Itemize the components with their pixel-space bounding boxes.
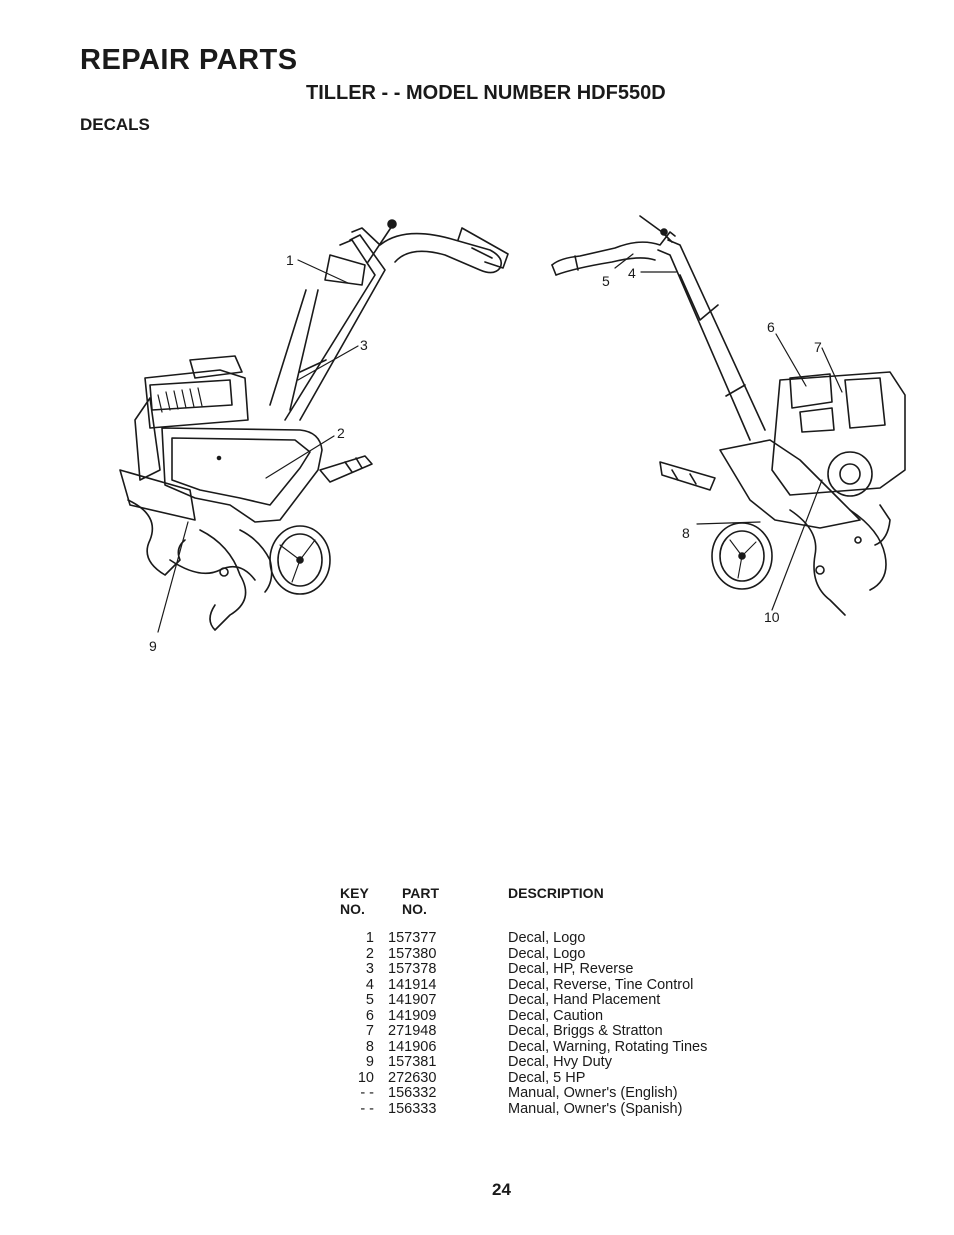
part-cell: 157377	[388, 930, 437, 946]
callout-5: 5	[602, 273, 610, 289]
callout-1: 1	[286, 252, 294, 268]
table-row: - - 156333 Manual, Owner's (Spanish)	[330, 1100, 707, 1118]
header-part-line2: NO.	[402, 901, 427, 917]
part-cell: 157378	[388, 961, 437, 977]
description-cell: Decal, Briggs & Stratton	[508, 1023, 663, 1039]
table-row: 7 271948 Decal, Briggs & Stratton	[330, 1023, 707, 1040]
part-cell: 271948	[388, 1023, 437, 1039]
description-cell: Decal, Caution	[508, 1007, 604, 1024]
callout-9: 9	[149, 638, 157, 654]
part-cell: 157380	[388, 945, 437, 962]
key-cell: 6	[365, 1007, 374, 1024]
description-cell: Decal, Warning, Rotating Tines	[508, 1038, 708, 1055]
key-cell: 5	[365, 992, 374, 1008]
key-cell: 1	[365, 930, 374, 946]
callout-10: 10	[764, 609, 780, 625]
section-heading: DECALS	[80, 115, 150, 134]
key-cell: 2	[365, 945, 374, 962]
left-tiller-illustration	[120, 220, 508, 632]
page-title: REPAIR PARTS	[80, 44, 298, 76]
part-cell: 272630	[388, 1069, 437, 1086]
table-row: 1 157377 Decal, Logo	[330, 930, 707, 947]
description-cell: Decal, Logo	[508, 945, 586, 962]
key-cell: 10	[357, 1069, 374, 1086]
table-row: 5 141907 Decal, Hand Placement	[330, 992, 707, 1009]
table-row: 8 141906 Decal, Warning, Rotating Tines	[330, 1038, 708, 1056]
tiller-diagram: 1 2 3 4 5 6 7 8 9 10	[0, 0, 954, 654]
table-row: 10 272630 Decal, 5 HP	[330, 1069, 707, 1087]
table-row: - - 156332 Manual, Owner's (English)	[330, 1085, 707, 1102]
table-row: 3 157378 Decal, HP, Reverse	[330, 961, 707, 978]
model-subtitle: TILLER - - MODEL NUMBER HDF550D	[306, 82, 666, 104]
callout-2: 2	[337, 425, 345, 441]
part-cell: 141907	[388, 992, 437, 1008]
callout-7: 7	[814, 339, 822, 355]
description-cell: Decal, Hand Placement	[508, 992, 661, 1008]
key-cell: - -	[360, 1085, 374, 1101]
description-cell: Manual, Owner's (Spanish)	[508, 1100, 683, 1117]
part-cell: 157381	[388, 1054, 437, 1070]
table-row: 6 141909 Decal, Caution	[330, 1007, 707, 1025]
description-cell: Manual, Owner's (English)	[508, 1085, 678, 1101]
header-key-line1: KEY	[340, 885, 369, 901]
key-cell: 8	[365, 1038, 374, 1055]
header-part-line1: PART	[402, 885, 440, 901]
key-cell: 3	[365, 961, 374, 977]
page-number: 24	[492, 1180, 511, 1199]
key-cell: - -	[360, 1100, 374, 1117]
part-cell: 141914	[388, 976, 437, 993]
description-cell: Decal, Logo	[508, 930, 586, 946]
key-cell: 4	[365, 976, 374, 993]
callout-8: 8	[682, 525, 690, 541]
description-cell: Decal, Reverse, Tine Control	[508, 976, 694, 993]
callout-4: 4	[628, 265, 636, 281]
callout-6: 6	[767, 319, 775, 335]
description-cell: Decal, Hvy Duty	[508, 1054, 612, 1070]
callout-3: 3	[360, 337, 368, 353]
part-cell: 156332	[388, 1085, 437, 1101]
description-cell: Decal, 5 HP	[508, 1069, 586, 1086]
key-cell: 9	[365, 1054, 374, 1070]
part-cell: 141909	[388, 1007, 437, 1024]
table-row: 2 157380 Decal, Logo	[330, 945, 707, 963]
part-cell: 141906	[388, 1038, 437, 1055]
table-row: 4 141914 Decal, Reverse, Tine Control	[330, 976, 707, 994]
header-description: DESCRIPTION	[508, 885, 604, 901]
header-key-line2: NO.	[340, 901, 365, 917]
table-row: 9 157381 Decal, Hvy Duty	[330, 1054, 707, 1071]
part-cell: 156333	[388, 1100, 437, 1117]
key-cell: 7	[365, 1023, 374, 1039]
right-tiller-illustration	[552, 216, 905, 615]
description-cell: Decal, HP, Reverse	[508, 961, 634, 977]
